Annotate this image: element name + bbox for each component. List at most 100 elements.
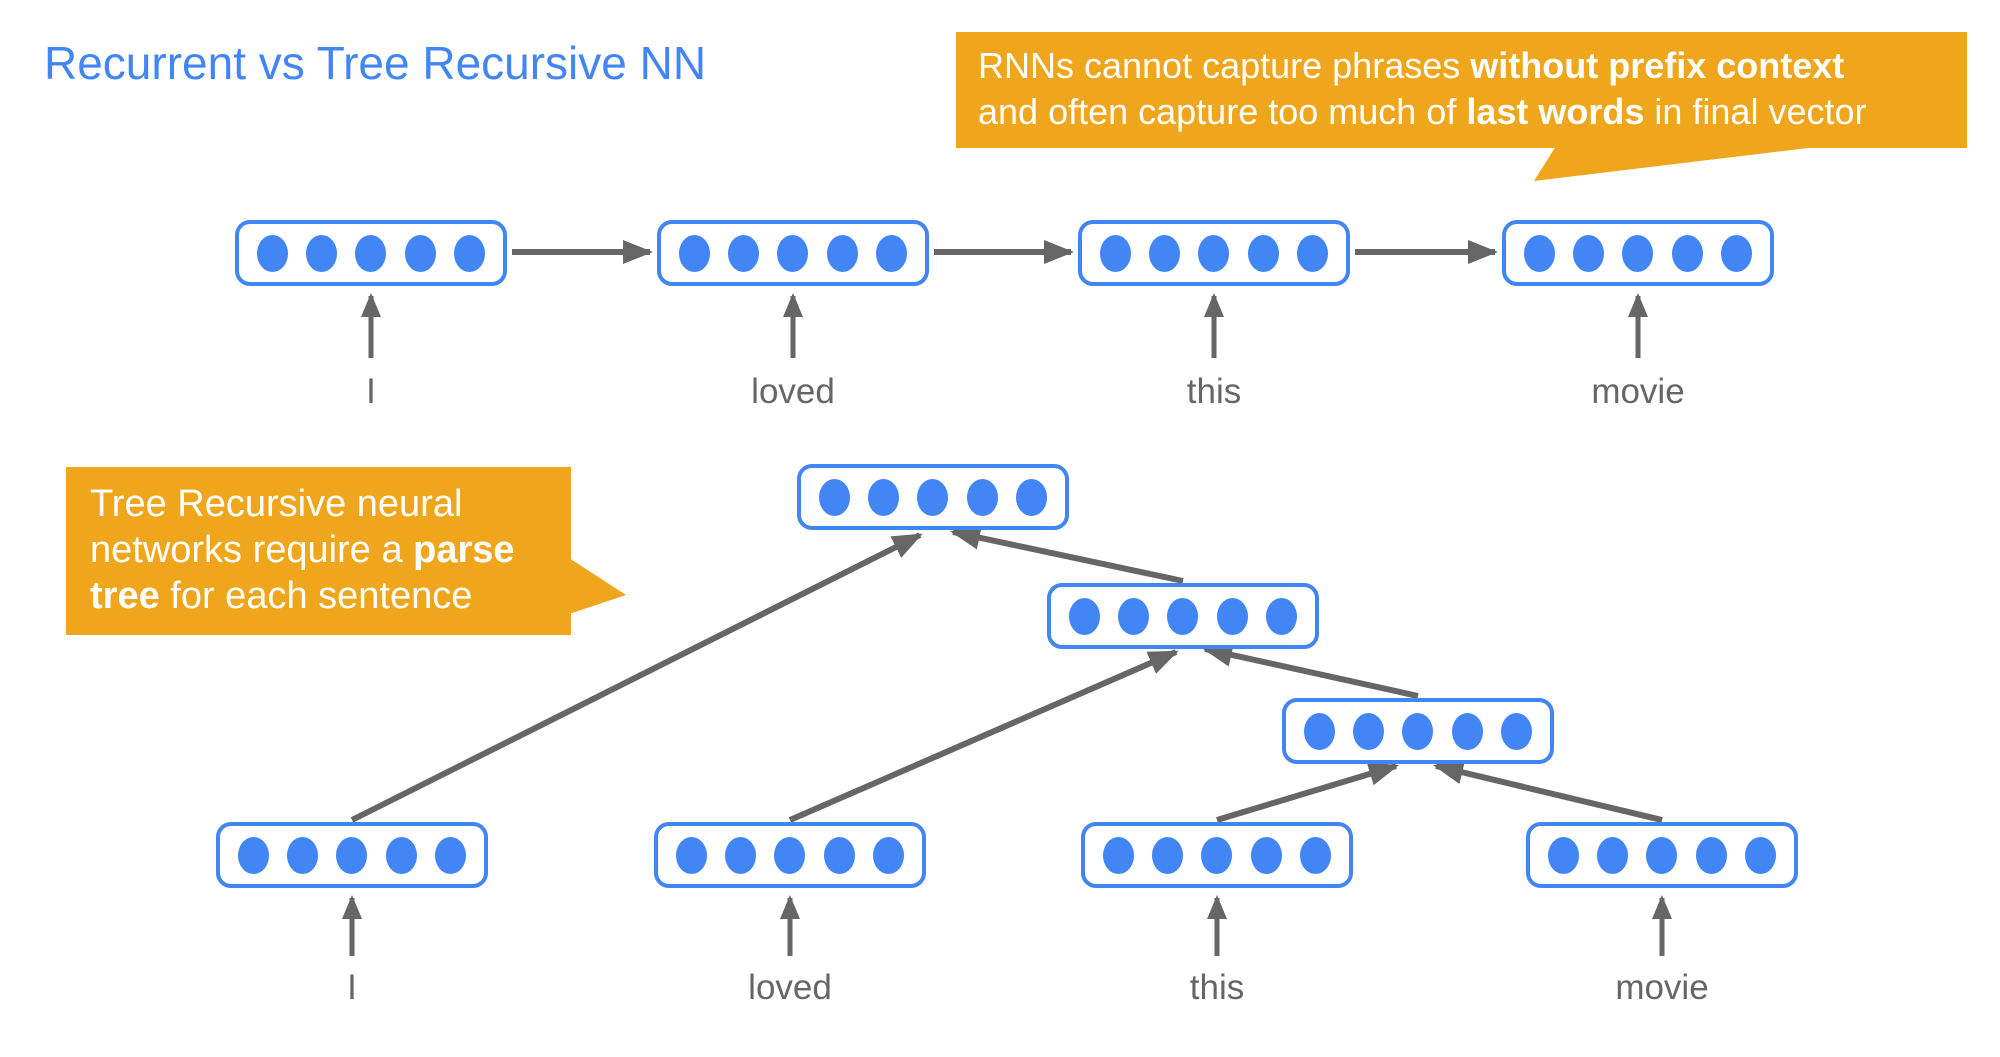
vector-dot	[1299, 836, 1331, 874]
vector-dot	[1265, 597, 1297, 635]
vector-box-rnn-4	[1502, 220, 1774, 286]
tree-edge-loved-phrase2	[788, 649, 1179, 823]
vector-dot	[1103, 836, 1135, 874]
vector-dot	[1622, 234, 1654, 272]
vector-dot	[1201, 836, 1233, 874]
vector-dot	[287, 836, 319, 874]
vector-dot	[966, 478, 998, 516]
vector-dot	[336, 836, 368, 874]
vector-box-tree-root	[797, 464, 1069, 530]
callout-rnn-line-2: and often capture too much of last words…	[978, 89, 1967, 135]
vector-box-rnn-2	[657, 220, 929, 286]
callout-rnn-line1-text: RNNs cannot capture phrases	[978, 45, 1471, 86]
vector-dot	[725, 836, 757, 874]
page-title: Recurrent vs Tree Recursive NN	[44, 37, 707, 89]
vector-dot	[1304, 712, 1336, 750]
vector-dot	[1500, 712, 1532, 750]
callout-tree: Tree Recursive neural networks require a…	[66, 467, 571, 635]
vector-dot	[777, 234, 809, 272]
vector-dot	[1250, 836, 1282, 874]
rnn-word-2: loved	[751, 372, 835, 411]
callout-rnn-line1-bold: without prefix context	[1470, 45, 1845, 86]
vector-box-tree-phrase-2	[1047, 583, 1319, 649]
callout-rnn-line2-bold: last words	[1466, 91, 1645, 132]
callout-tree-tail	[569, 558, 626, 614]
callout-tree-line2-bold: parse	[413, 529, 515, 571]
tree-word-2: loved	[748, 968, 832, 1007]
callout-rnn-line2-text: and often capture too much of	[978, 91, 1467, 132]
callout-tree-line-1: Tree Recursive neural	[90, 481, 571, 527]
vector-dot	[404, 234, 436, 272]
vector-box-rnn-1	[235, 220, 507, 286]
rnn-input-arrows	[361, 293, 1648, 358]
vector-dot	[872, 836, 904, 874]
rnn-word-3: this	[1186, 372, 1242, 411]
vector-dot	[1149, 234, 1181, 272]
tree-edge-phrase3-phrase2	[1202, 643, 1419, 699]
vector-dot	[917, 478, 949, 516]
vector-box-tree-phrase-3	[1282, 698, 1554, 764]
vector-dot	[1720, 234, 1752, 272]
vector-dot	[1597, 836, 1629, 874]
vector-box-leaf-3	[1081, 822, 1353, 888]
tree-word-1: I	[347, 968, 357, 1007]
vector-dot	[679, 234, 711, 272]
rnn-word-1: I	[366, 372, 376, 411]
callout-tree-line3-bold: tree	[90, 575, 160, 617]
rnn-word-4: movie	[1591, 372, 1685, 411]
callout-tree-line-2: networks require a parse	[90, 527, 571, 573]
vector-box-rnn-3	[1078, 220, 1350, 286]
vector-dot	[355, 234, 387, 272]
vector-dot	[1671, 234, 1703, 272]
tree-edge-phrase2-root	[950, 525, 1184, 584]
vector-dot	[676, 836, 708, 874]
tree-input-arrows	[342, 895, 1672, 956]
vector-dot	[1152, 836, 1184, 874]
vector-dot	[385, 836, 417, 874]
vector-dot	[1695, 836, 1727, 874]
callout-tree-line2-text: networks require a	[90, 529, 414, 571]
tree-word-4: movie	[1615, 968, 1709, 1007]
vector-dot	[1069, 597, 1101, 635]
vector-dot	[1198, 234, 1230, 272]
vector-dot	[826, 234, 858, 272]
callout-rnn-tail	[1534, 146, 1808, 181]
vector-dot	[1216, 597, 1248, 635]
callout-rnn: RNNs cannot capture phrases without pref…	[956, 32, 1967, 148]
callout-tree-line-3: tree for each sentence	[90, 573, 571, 619]
vector-dot	[1015, 478, 1047, 516]
vector-box-leaf-4	[1526, 822, 1798, 888]
vector-dot	[1353, 712, 1385, 750]
vector-dot	[868, 478, 900, 516]
tree-edge-this-phrase3	[1216, 762, 1399, 823]
vector-dot	[1247, 234, 1279, 272]
vector-dot	[434, 836, 466, 874]
vector-dot	[1744, 836, 1776, 874]
vector-box-leaf-2	[654, 822, 926, 888]
vector-dot	[238, 836, 270, 874]
vector-dot	[1167, 597, 1199, 635]
vector-dot	[774, 836, 806, 874]
vector-dot	[1646, 836, 1678, 874]
vector-dot	[1296, 234, 1328, 272]
vector-dot	[1402, 712, 1434, 750]
callout-tree-line1-text: Tree Recursive neural	[90, 483, 463, 525]
callout-rnn-line-1: RNNs cannot capture phrases without pref…	[978, 43, 1967, 89]
vector-dot	[1118, 597, 1150, 635]
tree-word-3: this	[1189, 968, 1245, 1007]
vector-dot	[1548, 836, 1580, 874]
vector-dot	[875, 234, 907, 272]
callout-tree-line3-tail: for each sentence	[159, 575, 473, 617]
callout-rnn-line2-tail: in final vector	[1644, 91, 1867, 132]
vector-dot	[257, 234, 289, 272]
vector-dot	[453, 234, 485, 272]
vector-dot	[1524, 234, 1556, 272]
vector-dot	[1451, 712, 1483, 750]
vector-dot	[823, 836, 855, 874]
vector-dot	[1573, 234, 1605, 272]
tree-edge-movie-phrase3	[1433, 760, 1663, 823]
vector-dot	[1100, 234, 1132, 272]
vector-dot	[819, 478, 851, 516]
vector-dot	[306, 234, 338, 272]
